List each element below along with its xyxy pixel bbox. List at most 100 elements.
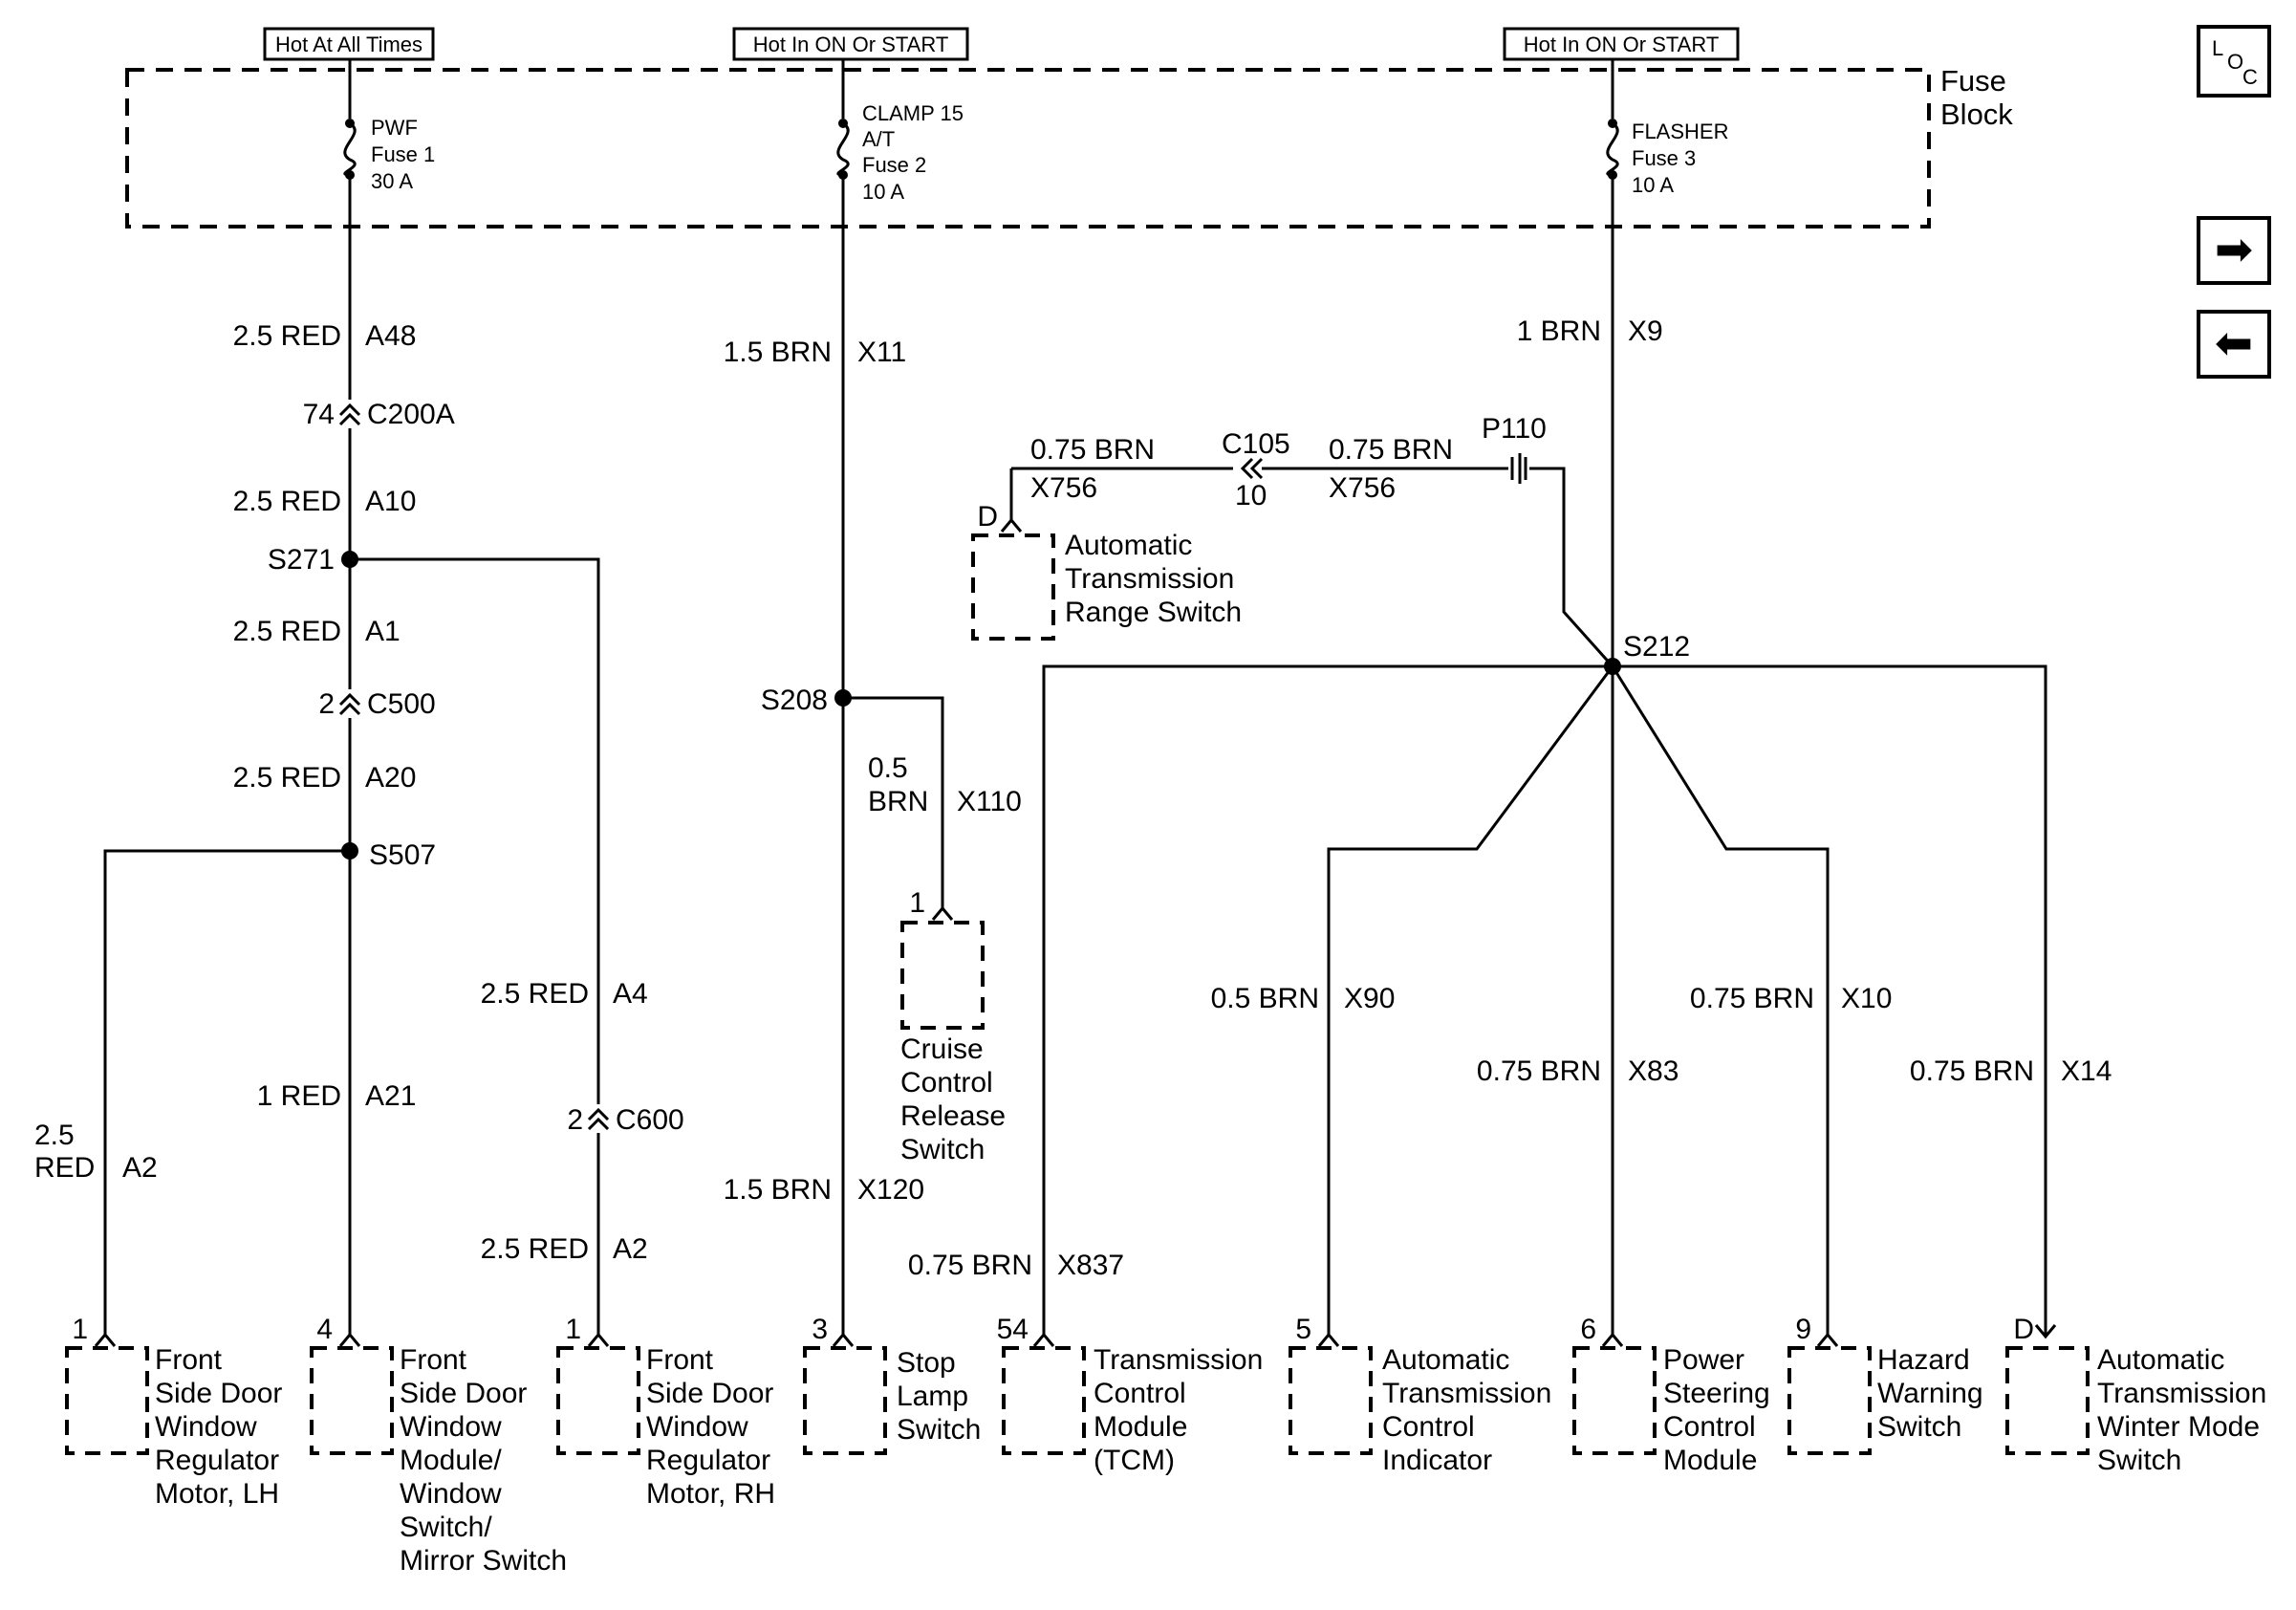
wire-label-circuit: X110: [957, 786, 1022, 817]
back-arrow-icon: ⬅: [2215, 318, 2253, 369]
wire-label-size: 2.5 RED: [481, 1233, 589, 1265]
component-label: (TCM): [1094, 1445, 1175, 1476]
loc-button[interactable]: L O C: [2197, 25, 2271, 98]
fuse-symbol-3: [1603, 119, 1622, 180]
fuse-symbol-2: [834, 119, 853, 180]
wire-label-circuit: A20: [365, 762, 416, 794]
component-label: Transmission: [1065, 563, 1234, 595]
component-label: Control: [1663, 1411, 1756, 1443]
component-hazard-warning-switch[interactable]: 9 Hazard Warning Switch: [1787, 1314, 1983, 1455]
wire-label-circuit: X756: [1030, 472, 1097, 504]
component-label: Motor, RH: [646, 1478, 775, 1510]
component-label: Control: [1094, 1378, 1186, 1409]
fuse-symbol-1: [340, 119, 359, 180]
back-button[interactable]: ⬅: [2197, 310, 2271, 379]
component-label: Transmission: [1382, 1378, 1551, 1409]
wire-label-size: 0.75 BRN: [1477, 1055, 1601, 1087]
wire-label-size: 2.5 RED: [233, 486, 341, 517]
component-pin: 5: [1295, 1314, 1311, 1345]
wire-s271-branch: [350, 557, 600, 1337]
wire-label-size: 1 BRN: [1517, 315, 1601, 347]
connector-pin: 74: [303, 399, 335, 430]
component-label: Switch: [1877, 1411, 1961, 1443]
component-window-module[interactable]: 4 Front Side Door Window Module/ Window …: [310, 1314, 567, 1577]
component-label: Module: [1663, 1445, 1757, 1476]
wire-label-circuit: X120: [857, 1174, 924, 1206]
component-transmission-control-module[interactable]: 54 Transmission Control Module (TCM): [997, 1314, 1264, 1476]
fuse-3-label: FLASHER: [1632, 120, 1728, 143]
component-label: Power: [1663, 1344, 1744, 1376]
wire-label-circuit: A2: [122, 1152, 158, 1184]
wire-label-circuit: X10: [1841, 983, 1892, 1014]
wire-s507-branch: [103, 849, 350, 1337]
fuse-1-label: PWF: [371, 116, 418, 140]
connector-c500: [338, 689, 361, 718]
component-label: Regulator: [646, 1445, 770, 1476]
component-box: [1002, 1346, 1086, 1455]
component-stop-lamp-switch[interactable]: 3 Stop Lamp Switch: [803, 1314, 981, 1455]
wire-label-size: 0.75 BRN: [1910, 1055, 2034, 1087]
component-label: Automatic: [1382, 1344, 1509, 1376]
wire-label-size: BRN: [868, 786, 928, 817]
connector-name: C200A: [367, 399, 455, 430]
header-hot-in-on-or-start-2: Hot In ON Or START: [1503, 27, 1740, 61]
component-window-regulator-motor-rh[interactable]: 1 Front Side Door Window Regulator Motor…: [556, 1314, 775, 1510]
component-pin: 9: [1795, 1314, 1811, 1345]
component-label: Stop: [897, 1347, 956, 1379]
component-power-steering-control-module[interactable]: 6 Power Steering Control Module: [1572, 1314, 1770, 1476]
component-label: Front: [155, 1344, 223, 1376]
splice-label: S212: [1623, 631, 1690, 663]
wire-label-size: 0.75 BRN: [1329, 434, 1453, 466]
component-pin: 1: [72, 1314, 88, 1345]
component-label: Window: [400, 1478, 502, 1510]
component-label: Side Door: [646, 1378, 773, 1409]
wire-label-circuit: X9: [1628, 315, 1663, 347]
component-winter-mode-switch[interactable]: D Automatic Transmission Winter Mode Swi…: [2005, 1314, 2266, 1476]
component-label: Window: [155, 1411, 257, 1443]
wire-x110: [843, 696, 944, 910]
component-box: [310, 1346, 394, 1455]
component-box: [1289, 1346, 1373, 1455]
header-text: Hot In ON Or START: [753, 33, 949, 56]
wire-label-size: 0.75 BRN: [908, 1250, 1032, 1281]
component-label: Front: [400, 1344, 467, 1376]
automatic-transmission-range-switch[interactable]: D Automatic Transmission Range Switch: [971, 501, 1242, 641]
wire-x756: [1518, 467, 1614, 668]
component-window-regulator-motor-lh[interactable]: 1 Front Side Door Window Regulator Motor…: [65, 1314, 282, 1510]
wire-label-size: 2.5 RED: [233, 762, 341, 794]
fuse-2-label: CLAMP 15: [862, 101, 964, 125]
component-label: Mirror Switch: [400, 1545, 567, 1577]
wire-label-circuit: A2: [613, 1233, 648, 1265]
component-transmission-control-indicator[interactable]: 5 Automatic Transmission Control Indicat…: [1289, 1314, 1551, 1476]
fuse-2-label: A/T: [862, 127, 895, 151]
component-box: [971, 533, 1055, 641]
fuse-2-label: Fuse 2: [862, 153, 926, 177]
component-box: [65, 1346, 149, 1455]
header-hot-in-on-or-start-1: Hot In ON Or START: [732, 27, 969, 61]
loc-letter: L: [2212, 36, 2223, 60]
wire-label-circuit: A10: [365, 486, 416, 517]
splice-label: S208: [761, 685, 828, 716]
component-pin: D: [2013, 1314, 2034, 1345]
component-label: Cruise: [900, 1033, 984, 1065]
component-label: Transmission: [2097, 1378, 2266, 1409]
component-pin: D: [977, 501, 998, 533]
wire-label-circuit: A4: [613, 978, 648, 1010]
wire-label-size: 2.5 RED: [481, 978, 589, 1010]
component-label: Hazard: [1877, 1344, 1970, 1376]
component-label: Indicator: [1382, 1445, 1492, 1476]
wire-label-size: 1 RED: [257, 1080, 341, 1112]
cruise-control-release-switch[interactable]: 1 Cruise Control Release Switch: [900, 887, 1006, 1165]
connector-pin: 10: [1235, 480, 1267, 511]
wire-label-circuit: A1: [365, 616, 401, 647]
forward-arrow-icon: ➡: [2215, 225, 2253, 275]
wire-label-circuit: X837: [1057, 1250, 1124, 1281]
wire-label-size: 0.75 BRN: [1690, 983, 1814, 1014]
wire-label-circuit: A48: [365, 320, 416, 352]
splice-label: S507: [369, 839, 436, 871]
component-label: Switch: [900, 1134, 985, 1165]
forward-button[interactable]: ➡: [2197, 216, 2271, 285]
component-box: [1787, 1346, 1872, 1455]
wire-label-circuit: X90: [1344, 983, 1395, 1014]
wire-x837: [1042, 664, 1613, 1337]
